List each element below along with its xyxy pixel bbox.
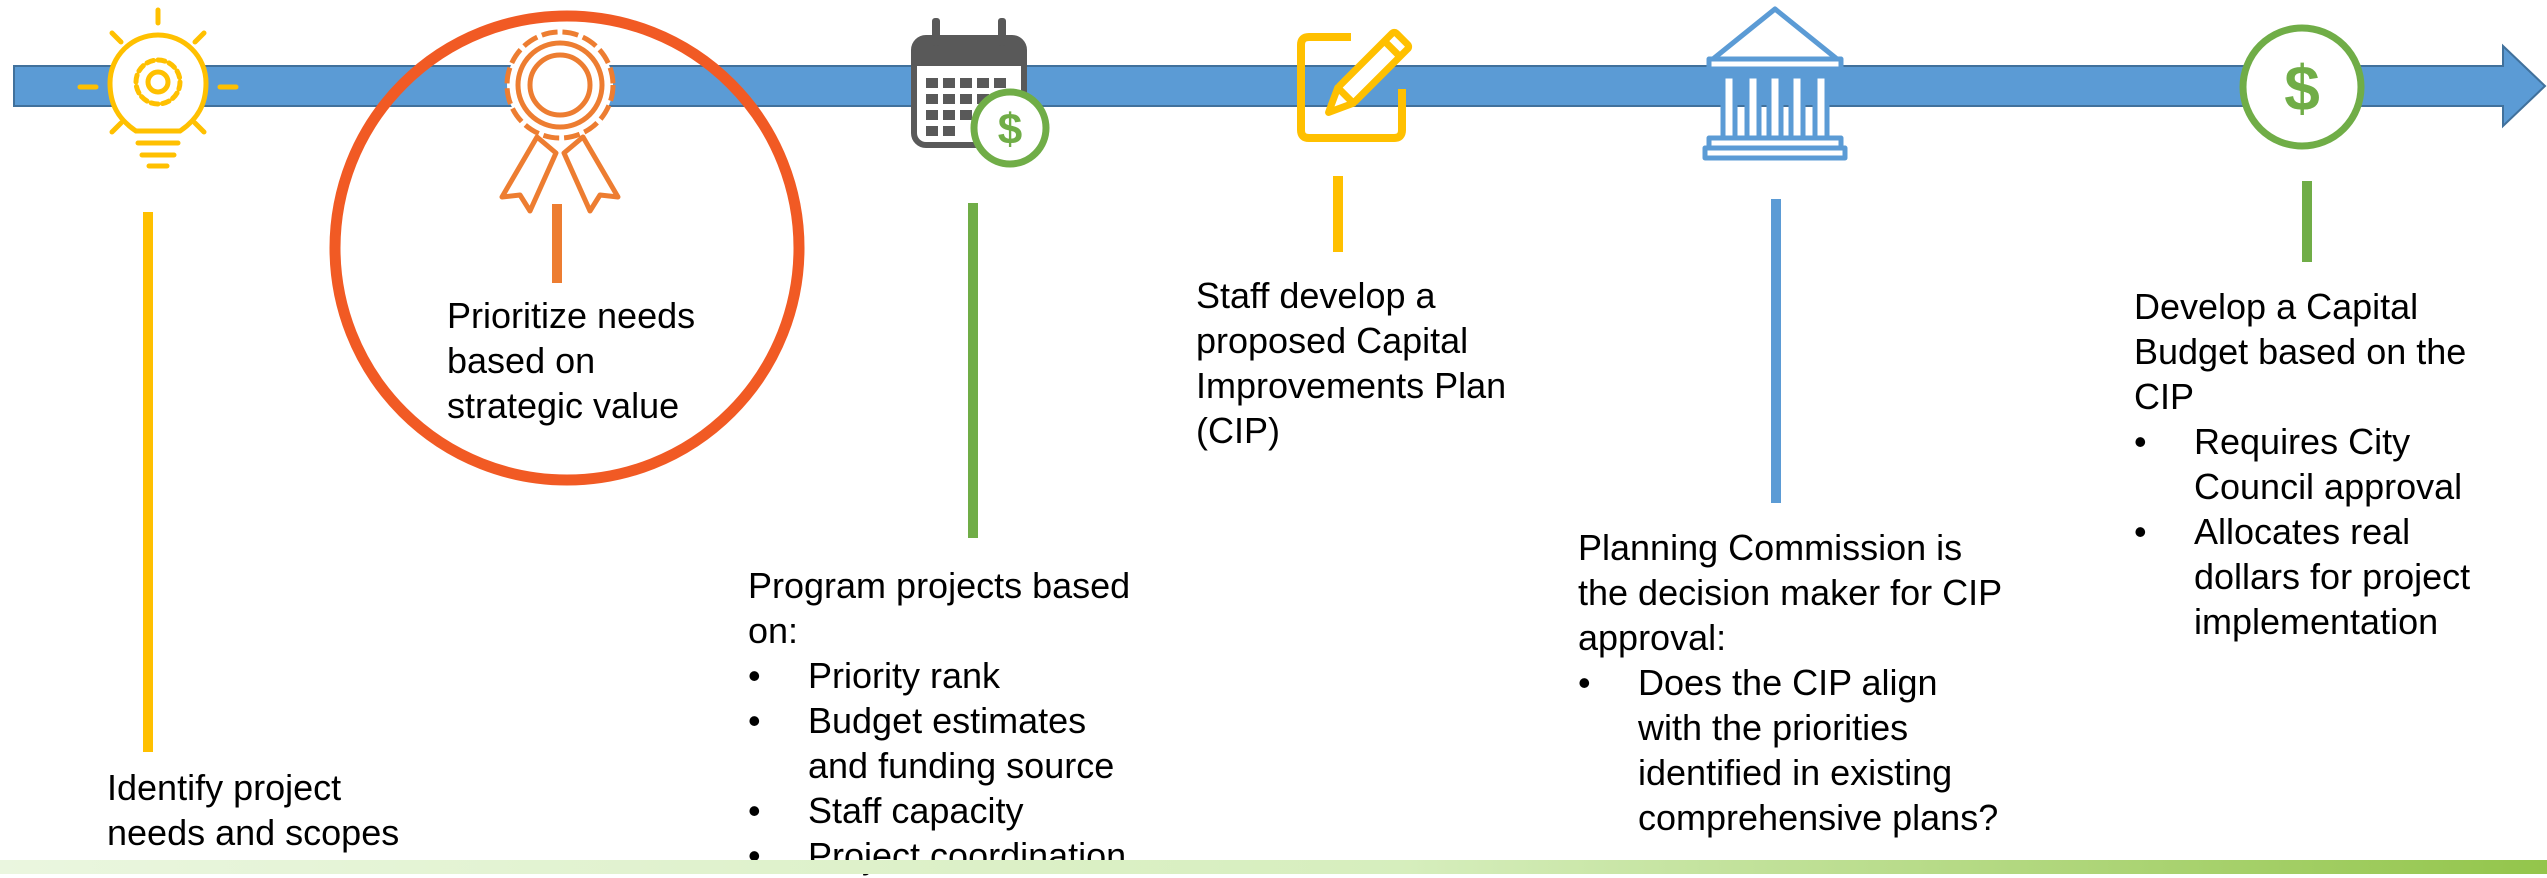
lightbulb-gear-icon <box>77 7 239 169</box>
step-identify-text: Identify project needs and scopes <box>107 765 399 855</box>
bullet-line: Does the CIP align <box>1638 662 1938 703</box>
step-prioritize-text: Prioritize needs based on strategic valu… <box>447 293 695 428</box>
bullet-line: dollars for project <box>2194 556 2471 597</box>
step-staff-text: Staff develop a proposed Capital Improve… <box>1196 273 1506 453</box>
step-commission-bullets: Does the CIP align with the priorities i… <box>1578 660 2002 840</box>
bullet-item: Priority rank <box>748 653 1130 698</box>
bullet-line: implementation <box>2194 601 2439 642</box>
pencil-square-icon <box>1297 28 1413 142</box>
calendar-dollar-icon: $ <box>911 18 1050 168</box>
step-budget-line: CIP <box>2134 376 2195 417</box>
dollar-circle-icon: $ <box>2239 24 2365 150</box>
step-staff-line: Staff develop a <box>1196 275 1436 316</box>
step-staff-line: Improvements Plan <box>1196 365 1507 406</box>
step-program-text: Program projects based on: Priority rank… <box>748 563 1130 878</box>
step-staff-line: (CIP) <box>1196 410 1280 451</box>
bullet-line: Allocates real <box>2194 511 2411 552</box>
bullet-line: and funding source <box>808 745 1115 786</box>
step-commission-text: Planning Commission is the decision make… <box>1578 525 2002 840</box>
step-program-line: Program projects based <box>748 565 1131 606</box>
step-commission-line: the decision maker for CIP <box>1578 572 2003 613</box>
step-prioritize-line: based on <box>447 340 596 381</box>
timeline-arrow <box>13 43 2547 129</box>
footer-gradient-band <box>0 860 2547 874</box>
step-budget-line: Budget based on the <box>2134 331 2467 372</box>
bullet-line: Budget estimates <box>808 700 1087 741</box>
step-identify-line: Identify project <box>107 767 342 808</box>
bullet-line: Requires City <box>2194 421 2411 462</box>
dollar-circle-sign: $ <box>2284 52 2320 124</box>
step-commission-line: approval: <box>1578 617 1727 658</box>
calendar-dollar-sign: $ <box>998 105 1022 154</box>
step-staff-line: proposed Capital <box>1196 320 1469 361</box>
step-program-line: on: <box>748 610 799 651</box>
bullet-item: Staff capacity <box>748 788 1130 833</box>
bullet-line: with the priorities <box>1638 707 1909 748</box>
step-prioritize-line: strategic value <box>447 385 680 426</box>
step-budget-line: Develop a Capital <box>2134 286 2419 327</box>
government-building-icon <box>1702 6 1848 161</box>
step-prioritize-line: Prioritize needs <box>447 295 696 336</box>
highlight-circle <box>329 10 805 486</box>
step-budget-text: Develop a Capital Budget based on the CI… <box>2134 284 2470 644</box>
bullet-line: identified in existing <box>1638 752 1953 793</box>
bullet-line: Staff capacity <box>808 790 1024 831</box>
step-commission-line: Planning Commission is <box>1578 527 1963 568</box>
bullet-line: Council approval <box>2194 466 2463 507</box>
bullet-line: Priority rank <box>808 655 1001 696</box>
award-ribbon-icon <box>499 29 621 214</box>
bullet-item: Does the CIP align with the priorities i… <box>1578 660 2002 840</box>
step-identify-line: needs and scopes <box>107 812 400 853</box>
bullet-line: comprehensive plans? <box>1638 797 1999 838</box>
